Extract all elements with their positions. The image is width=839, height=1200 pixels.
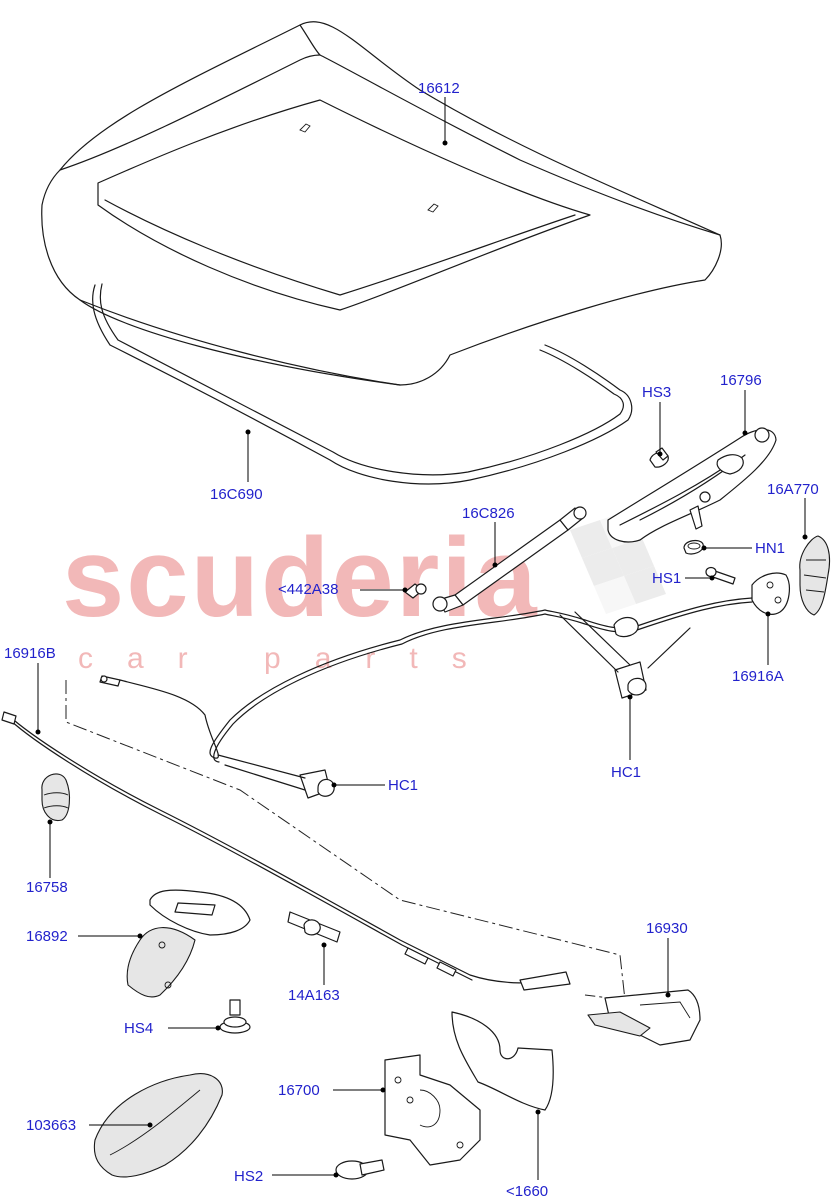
hood-latch (384, 1054, 481, 1166)
hood-seal (92, 283, 633, 485)
callout-16892: 16892 (26, 928, 68, 945)
hc1-clip-right (614, 661, 647, 699)
callout-16930: 16930 (646, 920, 688, 937)
hs2-bolt (335, 1159, 385, 1180)
latch-shield (93, 1073, 223, 1178)
callout-16612: 16612 (418, 80, 460, 97)
callout-16796: 16796 (720, 372, 762, 389)
callout-442A38: <442A38 (278, 581, 338, 598)
callout-HN1: HN1 (755, 540, 785, 557)
bump-stop (41, 773, 71, 822)
callout-HC1-left: HC1 (388, 777, 418, 794)
callout-1660: <1660 (506, 1183, 548, 1200)
callout-16A770: 16A770 (767, 481, 819, 498)
leader-lines (35, 97, 808, 1180)
callout-14A163: 14A163 (288, 987, 340, 1004)
hs4-bolt (219, 999, 251, 1034)
callout-16758: 16758 (26, 879, 68, 896)
callout-HS2: HS2 (234, 1168, 263, 1185)
callout-HS4: HS4 (124, 1020, 153, 1037)
callout-16916A: 16916A (732, 668, 784, 685)
release-lever (751, 572, 790, 615)
release-cables (1, 597, 753, 991)
latch-cover (587, 989, 701, 1046)
callout-16916B: 16916B (4, 645, 56, 662)
callout-HS3: HS3 (642, 384, 671, 401)
latch-gasket (451, 1011, 554, 1111)
cable-clip (287, 911, 341, 943)
callout-HC1-right: HC1 (611, 764, 641, 781)
hood-panel (41, 21, 722, 386)
callout-HS1: HS1 (652, 570, 681, 587)
watermark-brand: scuderia (62, 515, 539, 640)
hs3-bolt (649, 447, 669, 468)
hn1-nut (683, 539, 704, 555)
hs1-bolt (705, 566, 736, 585)
hc1-clip-left (299, 769, 335, 799)
watermark-tagline: car parts (78, 642, 501, 675)
callout-16700: 16700 (278, 1082, 320, 1099)
hood-hinge (607, 427, 777, 543)
callout-16C690: 16C690 (210, 486, 263, 503)
ball-stud (404, 583, 427, 599)
gas-strut (432, 506, 587, 613)
watermark: scuderia car parts (62, 510, 666, 675)
callout-16C826: 16C826 (462, 505, 515, 522)
callout-103663: 103663 (26, 1117, 76, 1134)
callout-labels: 16612 16C690 HS3 16796 16A770 16C826 HN1… (4, 80, 819, 1200)
striker (126, 889, 251, 998)
release-handle (799, 535, 831, 616)
hc1-pointer-lines (217, 611, 691, 791)
